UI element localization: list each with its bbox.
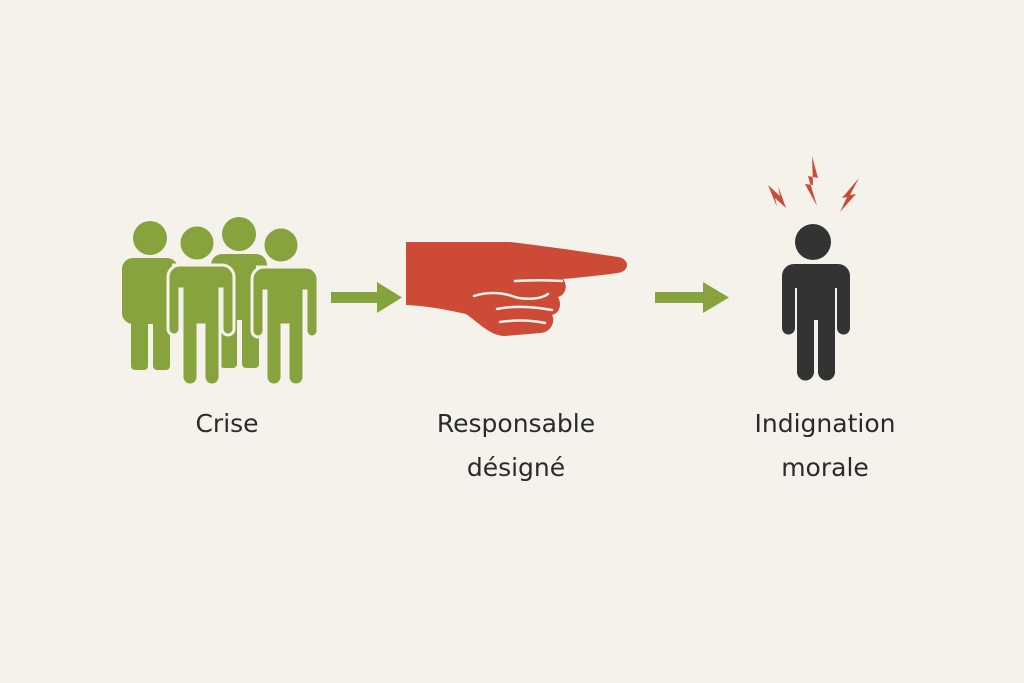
lightning-left-icon [768,185,786,208]
lightning-right-icon [840,178,859,212]
step-label-line: morale [781,453,869,482]
step-label-responsable: Responsable désigné [396,402,636,490]
step-label-line: Responsable [436,409,596,438]
angry-person-icon [782,224,850,381]
crowd-icon [122,217,320,387]
step-label-indignation: Indignation morale [710,402,940,490]
crowd-person-front-right [250,225,320,387]
step-label-line: Crise [195,409,259,438]
step-label-line: Indignation [754,409,896,438]
arrow-right-icon [655,282,729,313]
arrow-right-icon [331,282,402,313]
crowd-person-front-left [166,223,236,387]
step-label-crise: Crise [112,402,342,446]
crowd-person-back-left [122,221,178,370]
lightning-center-icon [805,156,818,206]
step-label-line: désigné [466,453,566,482]
pointing-hand-icon [406,242,627,336]
alert-bolts-icon [768,156,859,212]
